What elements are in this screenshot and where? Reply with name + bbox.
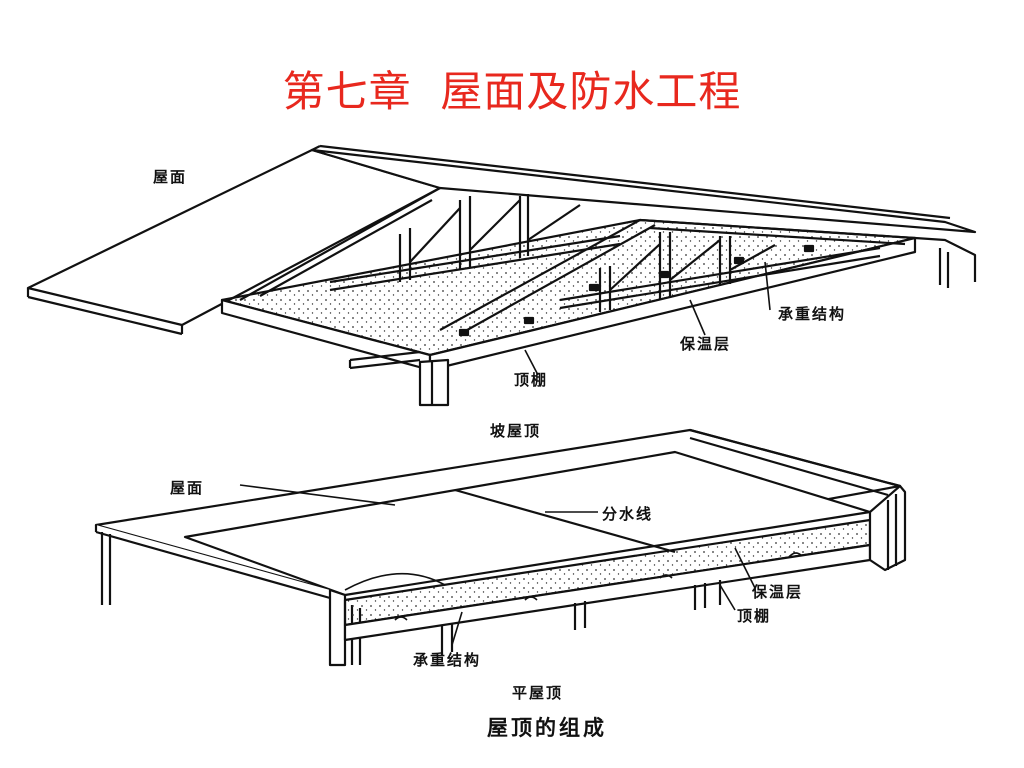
flat-roof-caption: 平屋顶 xyxy=(512,684,564,702)
pitched-roof-surface-top xyxy=(310,148,977,234)
flat-roof-water-divide-line xyxy=(454,488,676,554)
pitched-roof-label-insulation: 保温层 xyxy=(680,335,732,353)
flat-roof-label-water-divide: 分水线 xyxy=(602,505,654,523)
pitched-roof-label-roof-surface: 屋面 xyxy=(153,168,188,186)
pitched-roof-label-ceiling: 顶棚 xyxy=(514,371,549,389)
figure-caption: 屋顶的组成 xyxy=(487,716,607,740)
pitched-roof-caption: 坡屋顶 xyxy=(490,422,542,440)
page-title: 第七章 屋面及防水工程 xyxy=(282,67,742,116)
flat-roof-label-insulation: 保温层 xyxy=(752,583,804,601)
flat-roof-label-ceiling: 顶棚 xyxy=(737,607,772,625)
flat-roof-label-roof-surface: 屋面 xyxy=(170,479,205,497)
flat-roof-label-load-bearing: 承重结构 xyxy=(413,651,482,669)
pitched-roof-label-load-bearing: 承重结构 xyxy=(778,305,847,323)
